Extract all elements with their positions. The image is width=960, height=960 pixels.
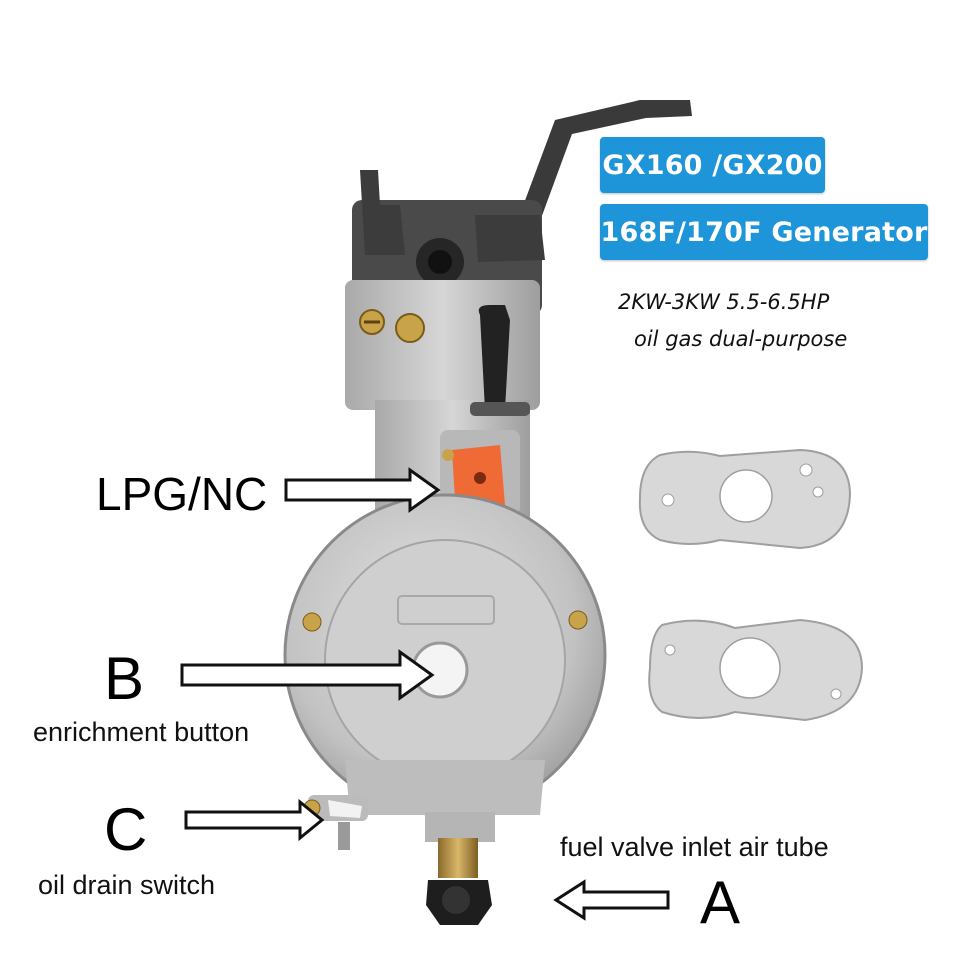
label-b-letter: B [104, 645, 145, 712]
carburetor-upper-body [345, 170, 545, 540]
gasket-bottom [648, 618, 864, 722]
power-spec: 2KW-3KW 5.5-6.5HP [618, 290, 830, 314]
arrow-a [553, 879, 670, 921]
gasket-top [638, 448, 852, 550]
lpg-label: LPG/NC [96, 468, 268, 520]
regulator-housing [283, 493, 607, 842]
label-c-letter: C [104, 796, 148, 863]
label-a-caption: fuel valve inlet air tube [560, 832, 829, 862]
arrow-b [180, 649, 435, 701]
arrow-lpg [284, 467, 441, 513]
arrow-c [184, 798, 325, 842]
label-c-caption: oil drain switch [38, 870, 216, 900]
oil-drain-switch [303, 795, 368, 850]
generator-badge: 168F/170F Generator [600, 204, 928, 260]
model-badge: GX160 /GX200 [600, 137, 825, 193]
label-b-caption: enrichment button [33, 717, 250, 747]
label-a-letter: A [700, 869, 741, 936]
fuel-spec: oil gas dual-purpose [634, 327, 848, 351]
inlet-air-tube [426, 838, 492, 925]
